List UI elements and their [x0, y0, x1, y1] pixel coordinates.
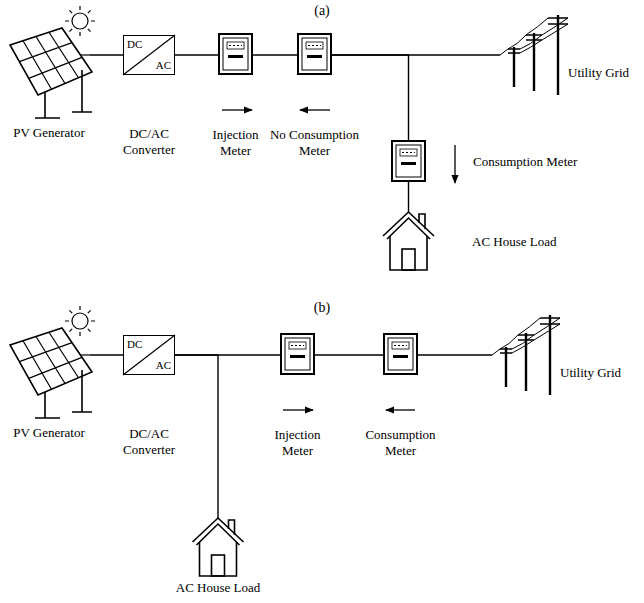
- component-label: Injection Meter: [204, 127, 268, 158]
- utility-grid: Utility Grid: [500, 15, 565, 95]
- pv-illustration: [10, 306, 95, 418]
- converter-diagonal: [123, 35, 175, 375]
- converter-side-label: DC: [127, 38, 142, 51]
- component-label: Consumption Meter: [359, 427, 443, 458]
- pv-generator: PV Generator: [8, 322, 90, 412]
- converter-side-label: AC: [156, 59, 171, 72]
- wire: [315, 354, 383, 355]
- converter-side-label: DC: [127, 338, 142, 351]
- component-label: DC/AC Converter: [113, 426, 185, 457]
- component-label: PV Generator: [13, 425, 85, 441]
- meter-face: [223, 38, 421, 370]
- panel-label: (b): [314, 300, 330, 317]
- dc-ac-converter: DCACDC/AC Converter: [123, 335, 175, 375]
- wire: [408, 182, 409, 212]
- wire: [90, 54, 123, 55]
- wire: [175, 54, 218, 55]
- converter-side-label: AC: [156, 359, 171, 372]
- utility-grid: Utility Grid: [492, 315, 557, 395]
- pv-illustration: [10, 6, 95, 118]
- energy-meter: Injection Meter: [218, 33, 253, 75]
- pv-generator: PV Generator: [8, 22, 90, 112]
- component-label: Utility Grid: [560, 365, 621, 381]
- house-load: AC House Load: [381, 212, 436, 270]
- component-label: DC/AC Converter: [113, 126, 185, 157]
- component-label: AC House Load: [472, 234, 557, 250]
- wire: [253, 54, 297, 55]
- component-label: Injection Meter: [266, 427, 330, 458]
- panel-label: (a): [314, 3, 330, 20]
- component-label: No Consumption Meter: [263, 127, 367, 158]
- component-label: AC House Load: [176, 580, 261, 596]
- house-load: AC House Load: [191, 518, 246, 576]
- energy-meter: Consumption Meter: [383, 333, 418, 375]
- dc-ac-converter: DCACDC/AC Converter: [123, 35, 175, 75]
- energy-meter: Consumption Meter: [391, 140, 426, 182]
- flow-arrow: [222, 110, 455, 410]
- energy-meter: Injection Meter: [280, 333, 315, 375]
- component-label: Consumption Meter: [473, 154, 577, 170]
- grid-illustration: [492, 15, 568, 395]
- component-label: Utility Grid: [568, 65, 629, 81]
- house-illustration: [193, 212, 435, 576]
- wire: [418, 354, 492, 355]
- wire: [175, 355, 218, 518]
- wire: [90, 354, 123, 355]
- component-label: PV Generator: [13, 125, 85, 141]
- energy-meter: No Consumption Meter: [297, 33, 332, 75]
